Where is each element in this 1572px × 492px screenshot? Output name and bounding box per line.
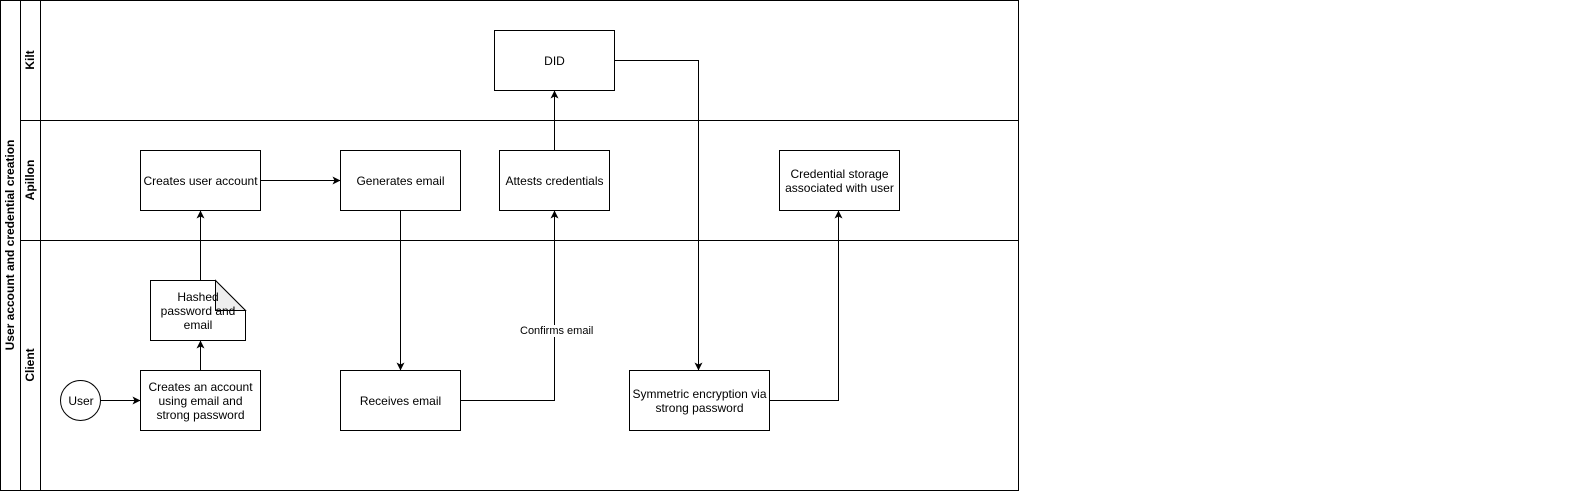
node-hashed-fold — [215, 279, 247, 311]
node-storage: Credential storage associated with user — [785, 166, 894, 195]
lane-title-kilt: Kilt — [23, 50, 37, 69]
node-user: User — [68, 394, 94, 408]
node-hashed: Hashed password and email — [160, 289, 236, 332]
node-client-create-shape — [140, 370, 261, 431]
edge-did-to-encrypt — [614, 60, 703, 371]
node-receive-email-shape — [340, 370, 461, 431]
node-encrypt-shape — [629, 370, 770, 431]
pool-title: User account and credential creation — [3, 140, 17, 351]
node-generate-email-shape — [340, 150, 461, 211]
node-generate-email: Generates email — [356, 173, 445, 188]
node-client-create: Creates an account using email and stron… — [148, 379, 253, 422]
node-did: DID — [544, 53, 565, 68]
lane-title-client: Client — [23, 348, 37, 381]
edge-label-confirms-email: Confirms email — [520, 325, 594, 337]
node-attest: Attests credentials — [505, 173, 604, 188]
edge-encrypt-to-storage — [769, 210, 843, 401]
node-attest-shape — [499, 150, 610, 211]
node-did-shape — [494, 30, 615, 91]
node-encrypt: Symmetric encryption via strong password — [632, 386, 767, 415]
node-create-account: Creates user account — [143, 173, 258, 188]
node-receive-email: Receives email — [359, 393, 442, 408]
lane-title-apillon: Apillon — [23, 160, 37, 201]
edge-receive-email-to-attest — [460, 210, 559, 401]
